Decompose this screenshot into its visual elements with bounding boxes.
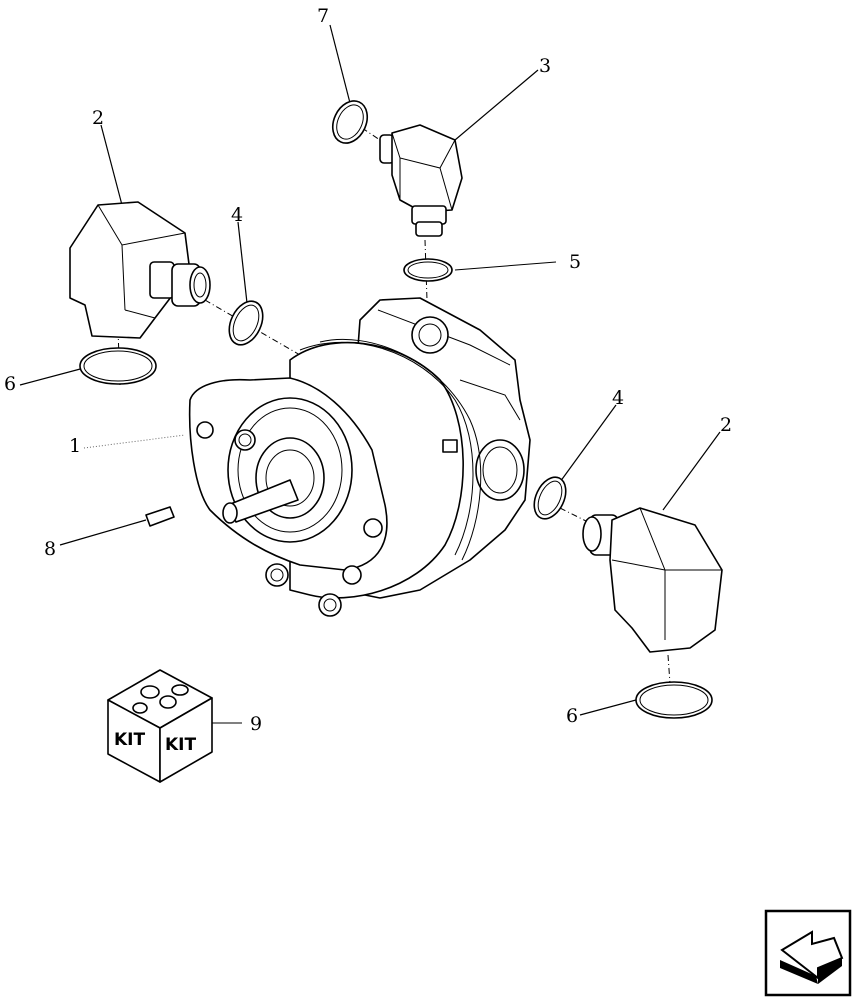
callout-7: 7 [317,5,329,27]
key-8 [145,506,175,527]
o-ring-4-left [228,300,264,346]
callout-5: 5 [569,251,581,273]
back-arrow-icon[interactable] [764,909,852,997]
callout-9: 9 [250,713,262,735]
callout-6-right: 6 [566,705,578,727]
elbow-fitting-2-left [69,201,211,339]
kit-box-9: KIT KIT [107,669,213,783]
elbow-fitting-3 [379,124,463,237]
callout-4-right: 4 [612,387,624,409]
kit-label-right: KIT [165,735,196,755]
callout-2-left: 2 [92,107,104,129]
o-ring-7 [331,100,369,144]
o-ring-6-left [79,347,157,385]
callout-6-left: 6 [4,373,16,395]
elbow-fitting-2-right [582,507,723,653]
leader-lines [19,24,721,724]
callout-8: 8 [44,538,56,560]
callout-3: 3 [539,55,551,77]
callout-1: 1 [69,435,81,457]
o-ring-6-right [635,681,713,719]
kit-label-left: KIT [114,730,145,750]
callout-4-left: 4 [231,204,243,226]
o-ring-4-right [533,476,567,520]
callout-2-right: 2 [720,414,732,436]
hydraulic-pump-1 [188,297,531,617]
callout-labels: 7 3 2 4 5 6 1 4 2 8 6 9 [4,5,732,735]
o-ring-5 [403,258,453,282]
